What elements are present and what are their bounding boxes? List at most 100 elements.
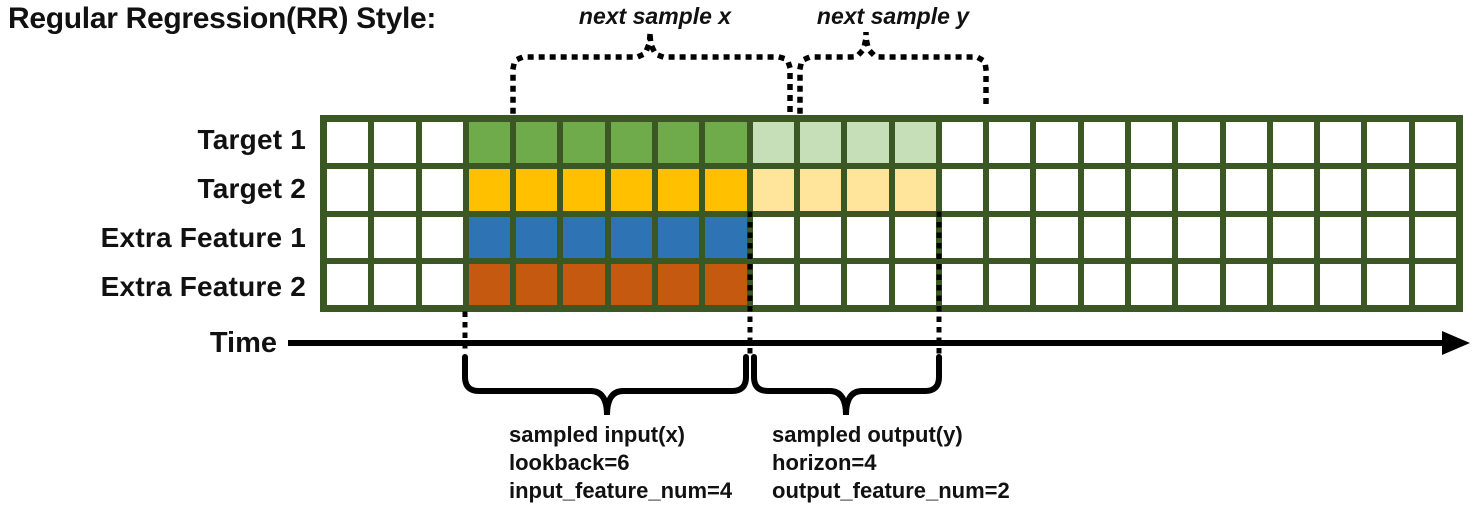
grid-cell xyxy=(468,263,511,305)
grid-cell xyxy=(516,122,558,164)
row-label: Extra Feature 1 xyxy=(100,222,306,254)
grid-cell xyxy=(1414,122,1456,164)
grid-cell xyxy=(1178,169,1220,211)
grid-cell xyxy=(1367,122,1409,164)
grid-cell xyxy=(1130,216,1173,258)
grid-cell xyxy=(1130,263,1173,305)
grid-cell xyxy=(1036,122,1078,164)
grid-cell xyxy=(799,169,842,211)
grid-cell xyxy=(1178,263,1220,305)
row-labels: Target 1 Target 2 Extra Feature 1 Extra Fea… xyxy=(0,115,306,312)
grid-cell xyxy=(658,169,700,211)
output-feature-num-value: output_feature_num=2 xyxy=(772,478,1010,503)
grid-cell xyxy=(847,263,889,305)
grid-cell xyxy=(1272,122,1315,164)
grid-cell xyxy=(374,216,416,258)
grid-cell xyxy=(374,263,416,305)
input-feature-num-value: input_feature_num=4 xyxy=(509,478,733,503)
grid-cell xyxy=(563,263,605,305)
grid-cell xyxy=(1320,263,1362,305)
row-label: Target 2 xyxy=(197,172,306,204)
grid-cell xyxy=(941,216,984,258)
sampled-input-brace xyxy=(462,354,749,416)
grid-cell xyxy=(847,216,889,258)
grid-cell xyxy=(1083,122,1125,164)
row-label: Target 1 xyxy=(197,123,306,155)
grid-cell xyxy=(1083,263,1125,305)
grid-cell xyxy=(1225,216,1267,258)
grid-cell xyxy=(1225,263,1267,305)
grid-cell xyxy=(1178,122,1220,164)
grid-cell xyxy=(1083,216,1125,258)
grid-cell xyxy=(894,263,936,305)
grid-cell xyxy=(1225,122,1267,164)
grid-cell xyxy=(468,169,511,211)
grid-cell xyxy=(421,216,463,258)
grid-cell xyxy=(421,122,463,164)
sampled-output-brace xyxy=(751,354,942,416)
grid-cell xyxy=(894,122,936,164)
grid-cell xyxy=(1272,263,1315,305)
grid-cell xyxy=(989,169,1031,211)
grid-cell xyxy=(1367,169,1409,211)
grid-cell xyxy=(752,169,794,211)
grid-cell xyxy=(894,169,936,211)
grid-cell xyxy=(1225,169,1267,211)
grid-cell xyxy=(1414,169,1456,211)
grid-cell xyxy=(468,216,511,258)
grid-cell xyxy=(752,263,794,305)
grid-cell xyxy=(941,122,984,164)
grid-cell xyxy=(799,263,842,305)
grid-cell xyxy=(468,122,511,164)
grid-cell xyxy=(705,216,747,258)
grid-cell xyxy=(421,263,463,305)
grid-cell xyxy=(752,122,794,164)
grid-cell xyxy=(658,263,700,305)
grid-cell xyxy=(374,169,416,211)
grid-cell xyxy=(847,169,889,211)
grid-cell xyxy=(705,263,747,305)
time-axis-arrowhead xyxy=(1442,331,1470,355)
horizon-value: horizon=4 xyxy=(772,450,877,475)
grid-cell xyxy=(705,169,747,211)
grid-cell xyxy=(894,216,936,258)
sampled-output-caption: sampled output(y) horizon=4 output_featu… xyxy=(772,421,1010,505)
grid-cell xyxy=(563,122,605,164)
next-sample-y-label: next sample y xyxy=(816,3,970,29)
lookback-value: lookback=6 xyxy=(509,450,630,475)
grid-cell xyxy=(1272,216,1315,258)
grid-cell xyxy=(1320,216,1362,258)
grid-cell xyxy=(941,263,984,305)
grid-cell xyxy=(989,122,1031,164)
grid-cell xyxy=(1036,216,1078,258)
grid-cell xyxy=(1367,263,1409,305)
grid-cell xyxy=(1036,169,1078,211)
grid-cell xyxy=(516,263,558,305)
diagram-title: Regular Regression(RR) Style: xyxy=(8,2,437,35)
sample-grid xyxy=(320,115,1463,312)
grid-cell xyxy=(610,169,653,211)
time-axis-label: Time xyxy=(209,327,277,359)
next-sample-y-brace xyxy=(797,31,989,114)
grid-cell xyxy=(989,216,1031,258)
grid-cell xyxy=(658,216,700,258)
grid-cell xyxy=(1320,122,1362,164)
grid-cell xyxy=(1414,216,1456,258)
grid-cell xyxy=(374,122,416,164)
sampled-input-caption: sampled input(x) lookback=6 input_featur… xyxy=(509,421,732,505)
grid-cell xyxy=(610,122,653,164)
grid-cell xyxy=(1083,169,1125,211)
grid-cell xyxy=(1130,122,1173,164)
grid-cell xyxy=(1414,263,1456,305)
grid-cell xyxy=(610,263,653,305)
grid-cell xyxy=(327,122,369,164)
grid-cell xyxy=(989,263,1031,305)
grid-cell xyxy=(516,216,558,258)
sampled-input-title: sampled input(x) xyxy=(509,422,686,447)
grid-cell xyxy=(421,169,463,211)
grid-cell xyxy=(610,216,653,258)
grid-cell xyxy=(1320,169,1362,211)
grid-cell xyxy=(1367,216,1409,258)
row-label: Extra Feature 2 xyxy=(100,271,306,303)
grid-cell xyxy=(516,169,558,211)
